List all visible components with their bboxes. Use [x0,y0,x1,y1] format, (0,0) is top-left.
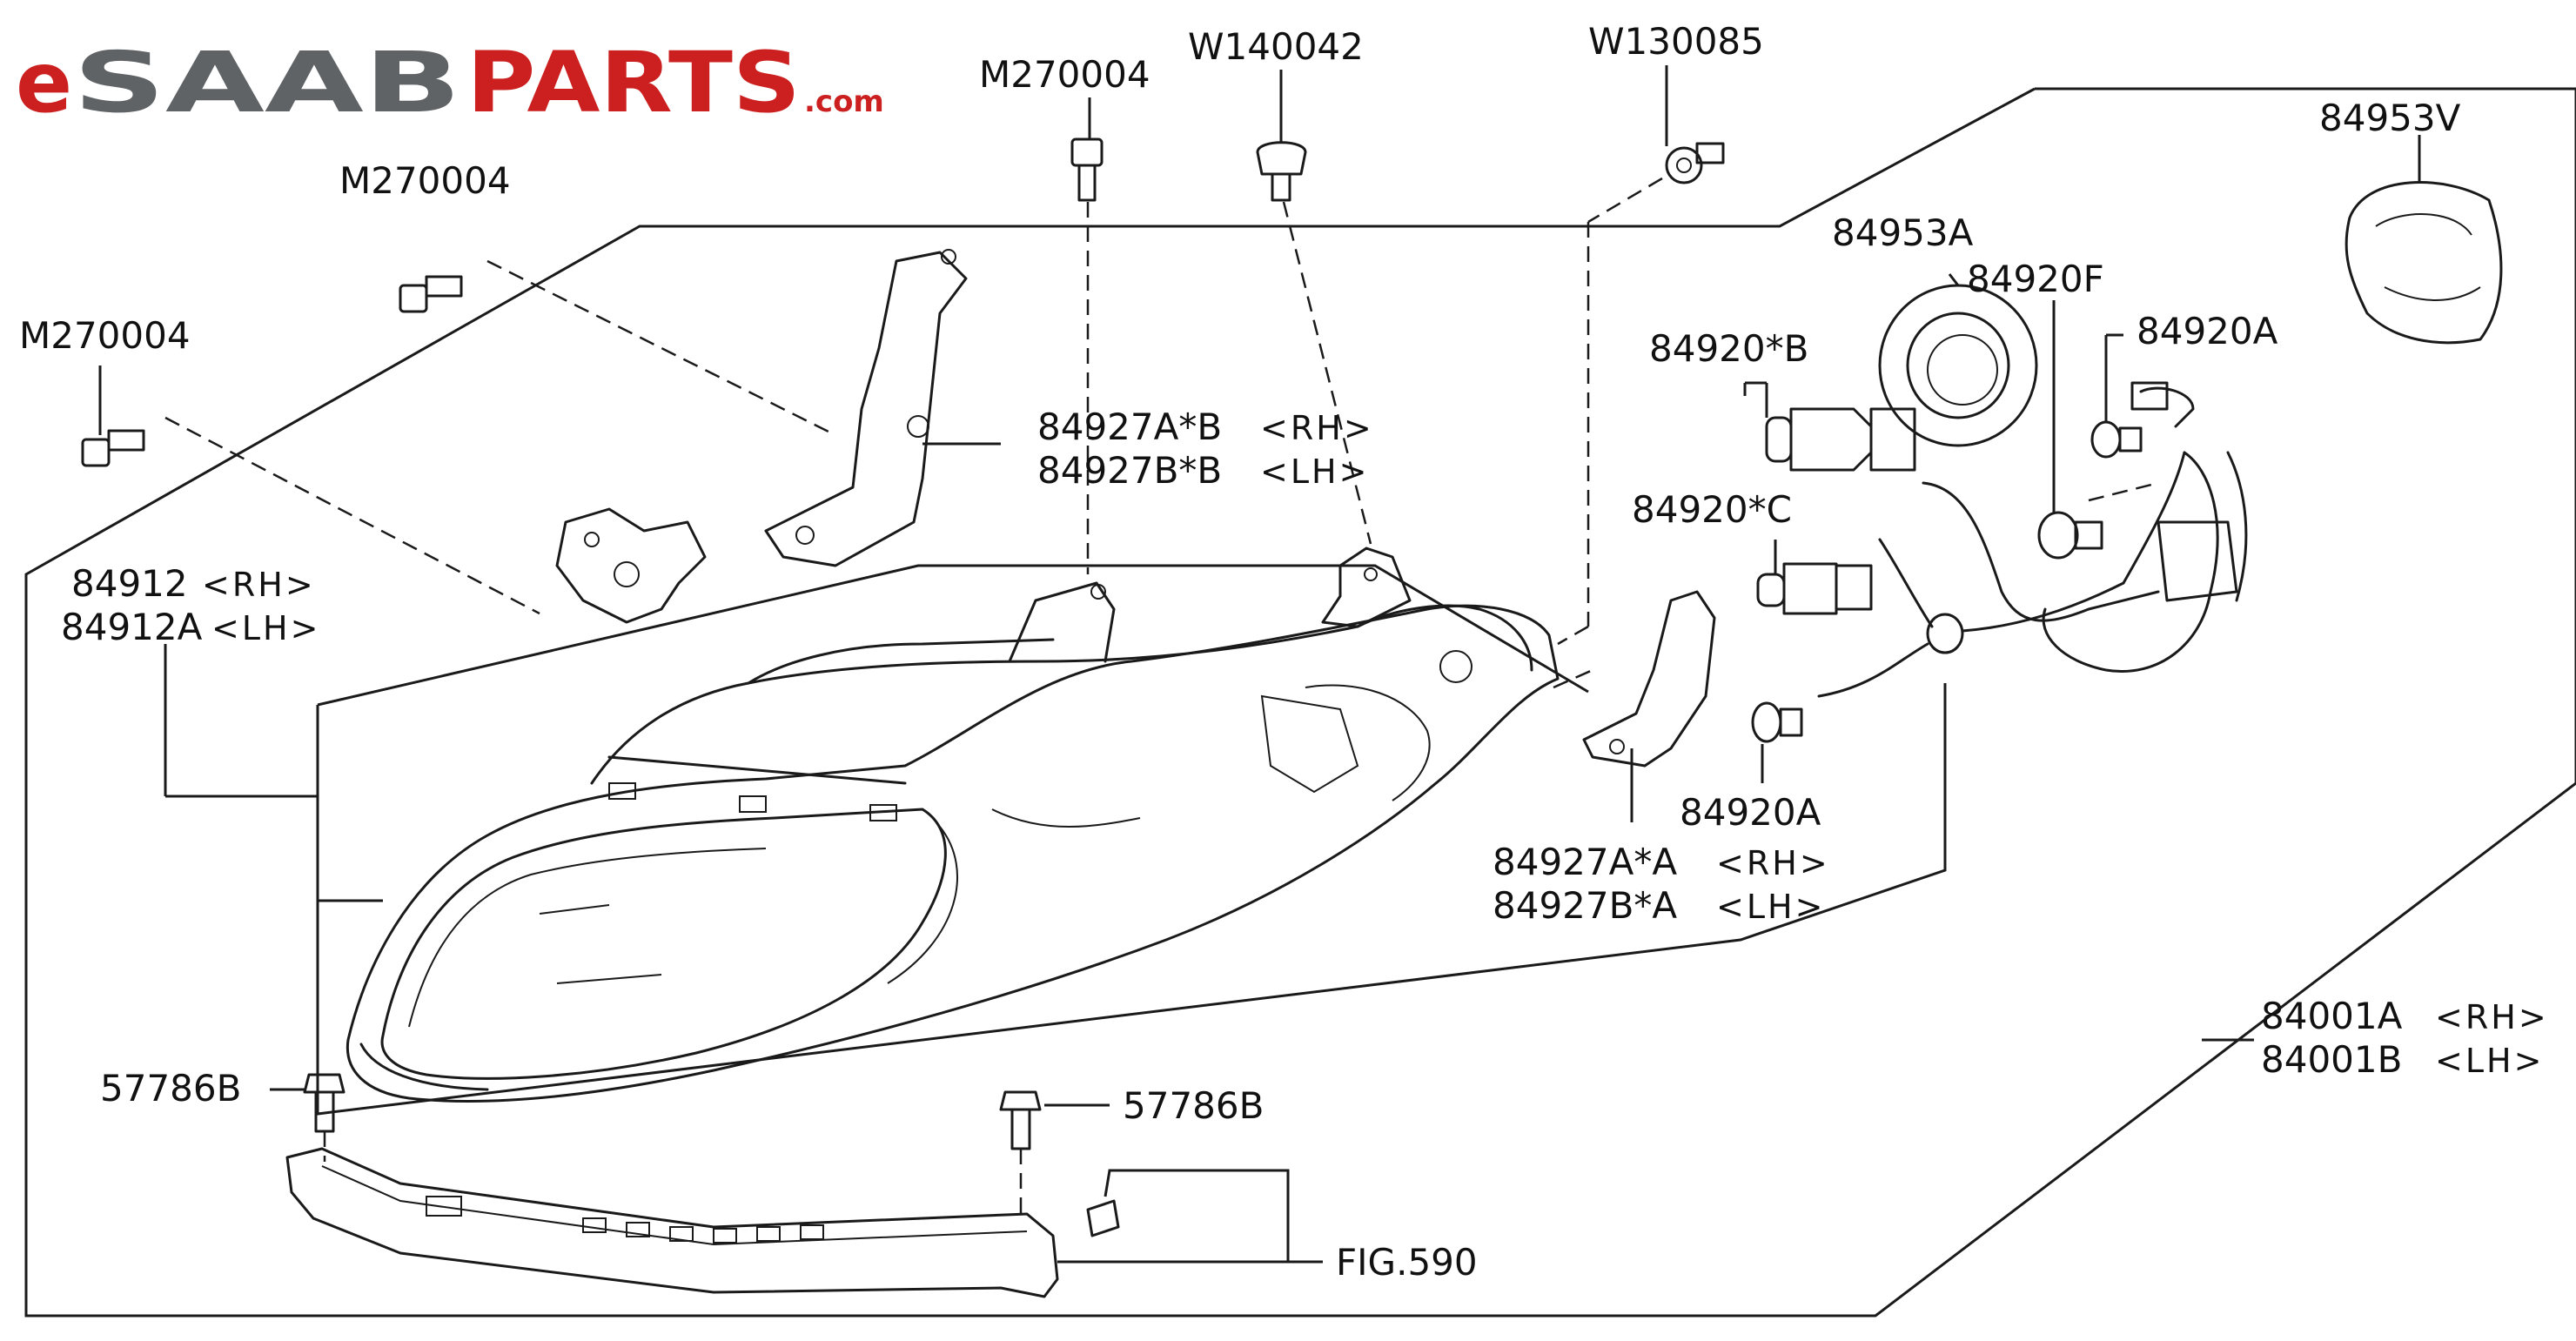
screw-57786b-right[interactable] [999,1090,1042,1150]
headlamp-assembly[interactable] [345,604,1560,1103]
label-84912[interactable]: 84912 [71,562,188,605]
label-84920c[interactable]: 84920*C [1632,488,1792,531]
label-m270004-mid[interactable]: M270004 [339,159,511,202]
bolt-m270004-left[interactable] [81,429,145,467]
screw-57786b-left[interactable] [303,1073,345,1133]
bulb-84920c[interactable] [1756,562,1873,615]
mounting-strip[interactable] [285,1147,1120,1298]
bracket-upper-right [1321,546,1412,628]
logo-e: e [16,34,72,131]
label-fig590[interactable]: FIG.590 [1336,1241,1478,1284]
label-m270004-top[interactable]: M270004 [979,53,1150,96]
label-57786b-right[interactable]: 57786B [1123,1084,1264,1127]
bolt-m270004-top[interactable] [1070,137,1104,202]
leader-lines [98,65,2421,1264]
label-57786b-left[interactable]: 57786B [100,1067,241,1110]
bracket-84927-a[interactable] [1582,590,1716,768]
side-84927ba: <LH> [1716,888,1825,926]
side-84912a: <LH> [211,609,320,647]
bracket-84927-b[interactable] [764,249,968,567]
label-84920a-top[interactable]: 84920A [2137,310,2278,352]
assembly-frame [24,87,2576,1318]
side-84927bb: <LH> [1260,453,1369,491]
label-84927ba[interactable]: 84927B*A [1493,884,1677,927]
label-84920b[interactable]: 84920*B [1649,327,1808,370]
label-w140042[interactable]: W140042 [1188,25,1364,68]
bulb-84920f[interactable] [2037,511,2103,560]
label-84001b[interactable]: 84001B [2261,1038,2402,1081]
side-84001a: <RH> [2435,998,2549,1036]
bulb-84920a-upper[interactable] [2090,420,2143,459]
esaabparts-logo[interactable]: e SAAB PARTS .com [16,34,884,131]
side-84927aa: <RH> [1716,844,1830,882]
clip-w140042[interactable] [1256,141,1307,202]
label-84953a[interactable]: 84953A [1832,211,1974,254]
label-84920f[interactable]: 84920F [1967,258,2104,300]
label-84927aa[interactable]: 84927A*A [1493,841,1677,883]
wiring-harness[interactable] [1817,381,2248,698]
dashed-assembly-lines [164,177,2159,1218]
label-84927bb[interactable]: 84927B*B [1037,449,1222,492]
label-84001a[interactable]: 84001A [2261,995,2403,1037]
side-84001b: <LH> [2435,1042,2544,1080]
side-84912: <RH> [202,566,316,604]
label-84920a-bottom[interactable]: 84920A [1680,791,1821,834]
label-84912a[interactable]: 84912A [61,606,203,648]
logo-saab: SAAB [73,34,461,131]
cap-84953v[interactable] [2345,181,2503,345]
logo-parts: PARTS [466,34,801,131]
bulb-84920b[interactable] [1765,407,1916,472]
bolt-m270004-mid[interactable] [399,275,463,313]
ring-84953a[interactable] [1878,284,2038,447]
label-84953v[interactable]: 84953V [2319,97,2461,139]
label-84927ab[interactable]: 84927A*B [1037,406,1222,448]
label-w130085[interactable]: W130085 [1588,20,1764,63]
bracket-84912[interactable] [555,507,707,624]
label-m270004-left[interactable]: M270004 [19,314,191,357]
lamp-top-mount [1008,581,1116,663]
logo-dotcom: .com [804,84,884,119]
clip-w130085[interactable] [1665,142,1725,184]
side-84927ab: <RH> [1260,409,1374,447]
bulb-84920a-lower[interactable] [1751,701,1803,743]
part-labels: M270004 W140042 W130085 M270004 M270004 … [19,20,2549,1284]
